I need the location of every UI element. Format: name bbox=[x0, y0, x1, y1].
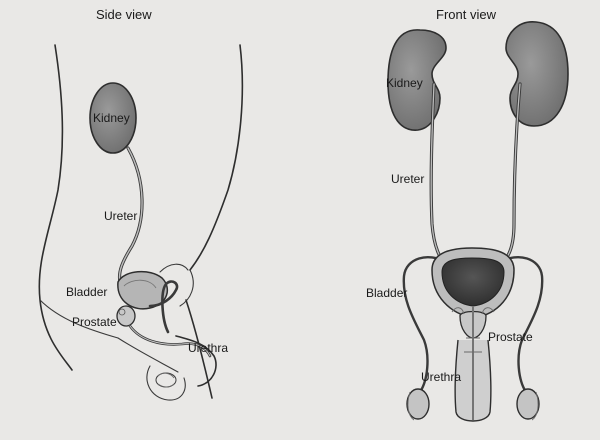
side-vas-deferens bbox=[148, 280, 179, 334]
side-thigh-back bbox=[117, 337, 179, 373]
side-bladder bbox=[117, 270, 169, 310]
side-epididymis bbox=[157, 372, 175, 388]
front-urethra-label: Urethra bbox=[421, 370, 462, 384]
side-penis-outline bbox=[175, 335, 217, 387]
side-ureter-lumen bbox=[118, 147, 143, 283]
front-vas-deferens-left bbox=[402, 256, 448, 394]
front-urethra-segments bbox=[464, 337, 482, 353]
front-ureter-right bbox=[498, 82, 522, 268]
side-seminal-vesicle bbox=[118, 308, 126, 316]
side-body-outline-front bbox=[189, 44, 244, 271]
front-kidney-left bbox=[387, 29, 447, 131]
front-bladder-label: Bladder bbox=[366, 286, 408, 300]
front-seminal-vesicles bbox=[451, 307, 495, 315]
side-pubic-bone bbox=[159, 263, 189, 273]
side-prostate bbox=[116, 305, 136, 327]
side-body-outline-back bbox=[38, 44, 73, 371]
front-epididymis-left bbox=[407, 391, 415, 421]
front-bladder-interior bbox=[441, 257, 505, 307]
side-view-figure bbox=[38, 44, 244, 401]
front-kidney-label: Kidney bbox=[386, 76, 423, 90]
side-kidney-label: Kidney bbox=[93, 111, 130, 125]
front-testis-left bbox=[406, 388, 430, 420]
side-urethra-lumen bbox=[129, 325, 211, 357]
front-kidney-right bbox=[505, 21, 569, 127]
side-prostate-label: Prostate bbox=[72, 315, 117, 329]
front-prostate-label: Prostate bbox=[488, 330, 533, 344]
side-bladder-shading bbox=[123, 279, 157, 289]
side-thigh-front bbox=[185, 299, 213, 399]
side-bladder-label: Bladder bbox=[66, 285, 108, 299]
side-buttock-contour bbox=[39, 299, 119, 339]
side-kidney bbox=[89, 82, 137, 154]
side-view-title: Side view bbox=[96, 7, 152, 22]
front-epididymis-right bbox=[531, 391, 539, 421]
side-belly-contour bbox=[179, 269, 194, 307]
front-testis-right bbox=[516, 388, 540, 420]
front-view-figure bbox=[387, 21, 569, 422]
side-scrotum bbox=[146, 365, 186, 401]
side-urethra-label: Urethra bbox=[188, 341, 229, 355]
front-view-title: Front view bbox=[436, 7, 496, 22]
front-vas-deferens-right bbox=[498, 256, 544, 394]
side-ureter-label: Ureter bbox=[104, 209, 138, 223]
front-ureter-label: Ureter bbox=[391, 172, 425, 186]
